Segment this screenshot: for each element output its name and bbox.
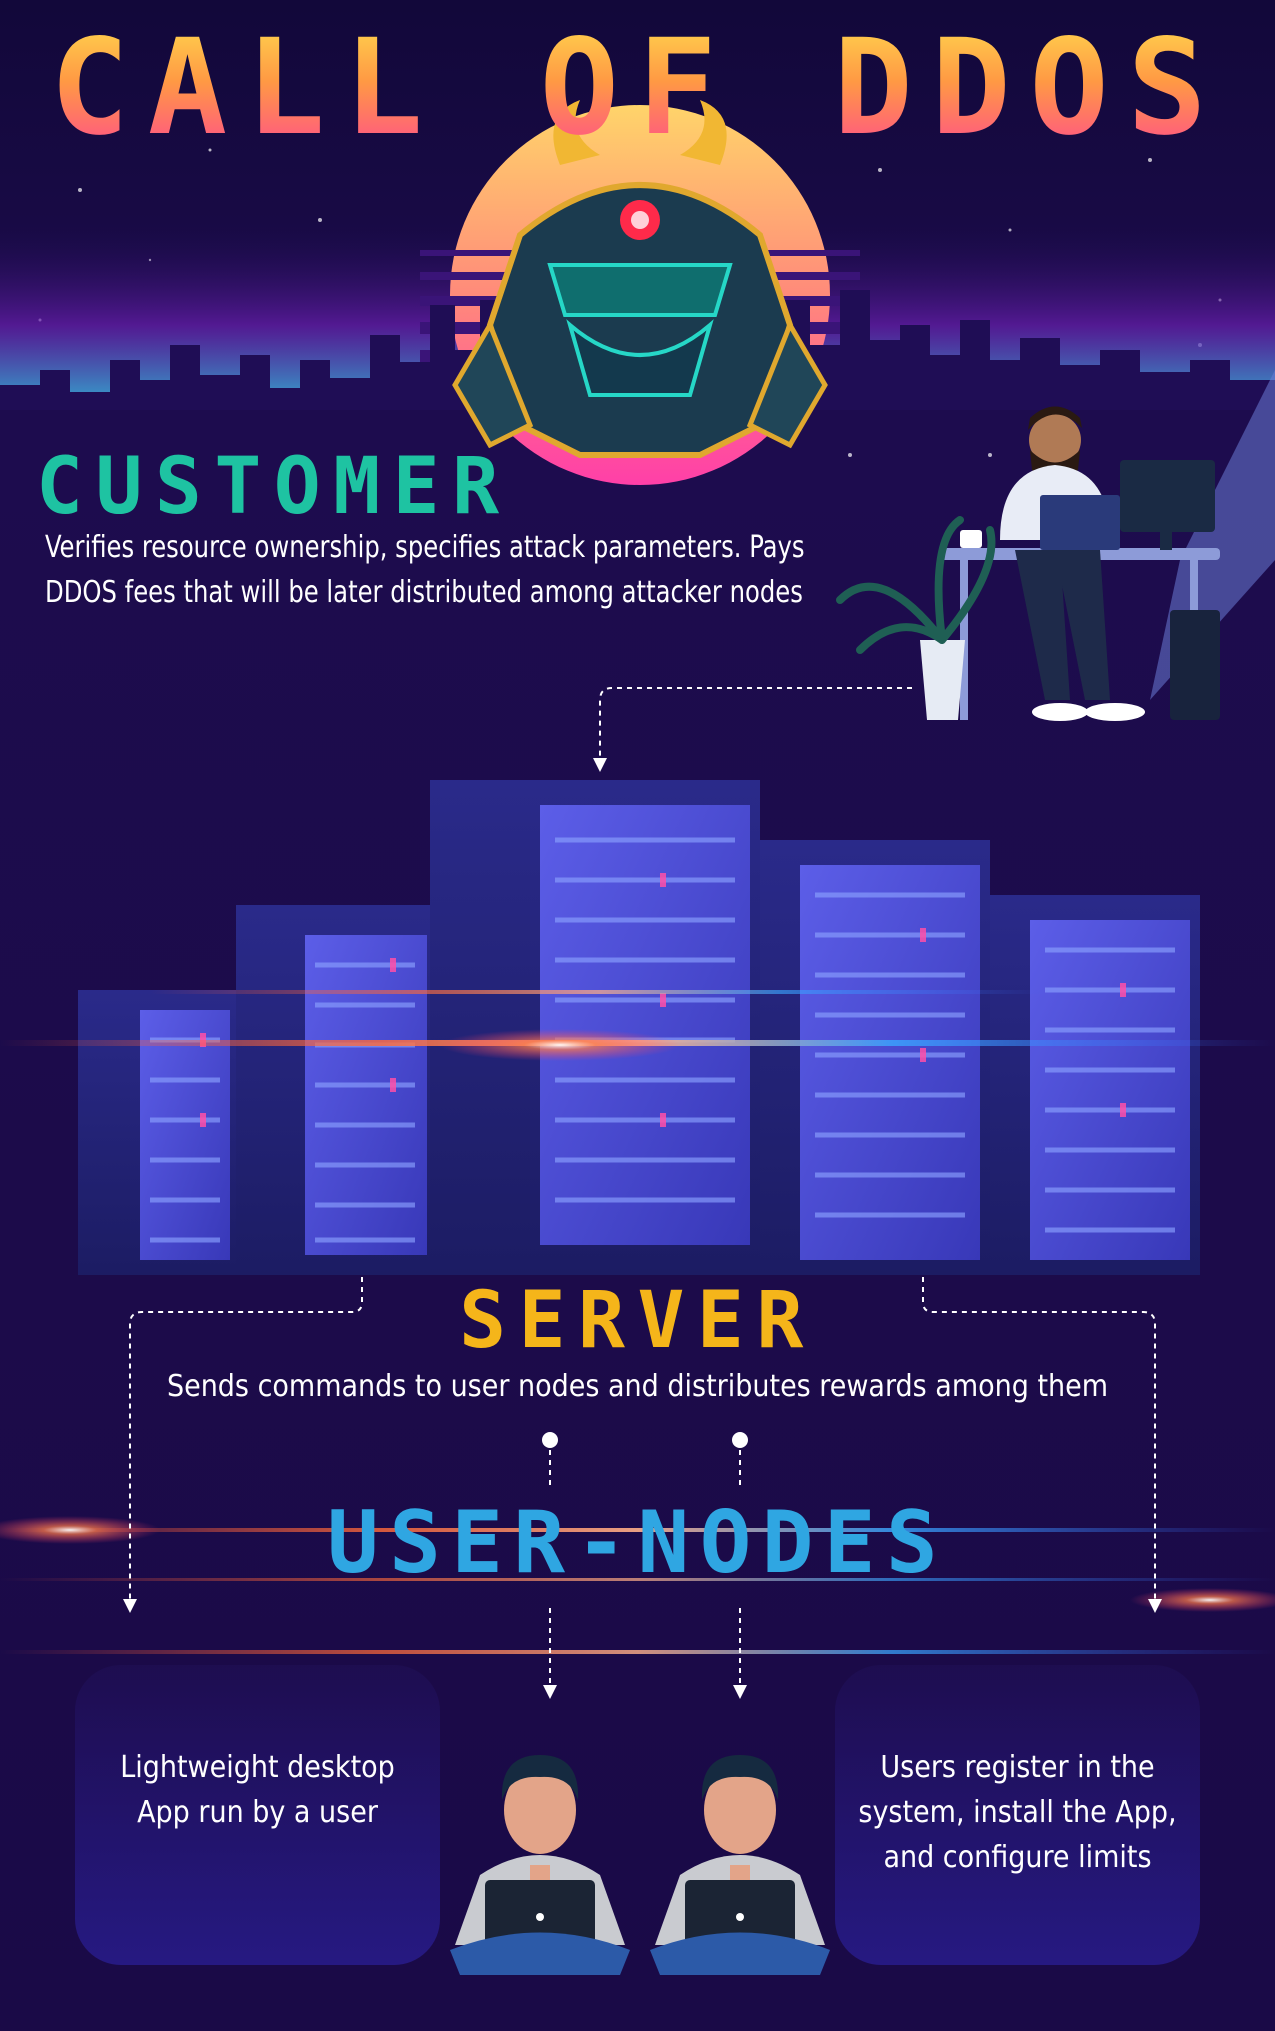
right-panel-text: Users register in the system, install th… bbox=[858, 1750, 1177, 1875]
user-with-laptop-icon bbox=[450, 1755, 630, 1975]
right-info-panel bbox=[835, 1665, 1200, 1965]
left-info-panel bbox=[75, 1665, 440, 1965]
user-figures bbox=[450, 1755, 830, 1975]
server-heading: SERVER bbox=[459, 1276, 816, 1366]
customer-at-desk-icon bbox=[836, 370, 1275, 721]
user-with-laptop-icon bbox=[650, 1755, 830, 1975]
left-panel-text: Lightweight desktop App run by a user bbox=[120, 1750, 395, 1830]
customer-description: Verifies resource ownership, specifies a… bbox=[45, 530, 805, 610]
server-racks-icon bbox=[0, 780, 1275, 1275]
server-description: Sends commands to user nodes and distrib… bbox=[166, 1369, 1109, 1404]
flow-connectors bbox=[123, 687, 1162, 1699]
user-nodes-heading: USER-NODES bbox=[327, 1493, 948, 1593]
customer-heading: CUSTOMER bbox=[36, 442, 512, 532]
samurai-mask-icon bbox=[452, 100, 828, 458]
main-title: CALL OF DDOS bbox=[0, 22, 1275, 154]
